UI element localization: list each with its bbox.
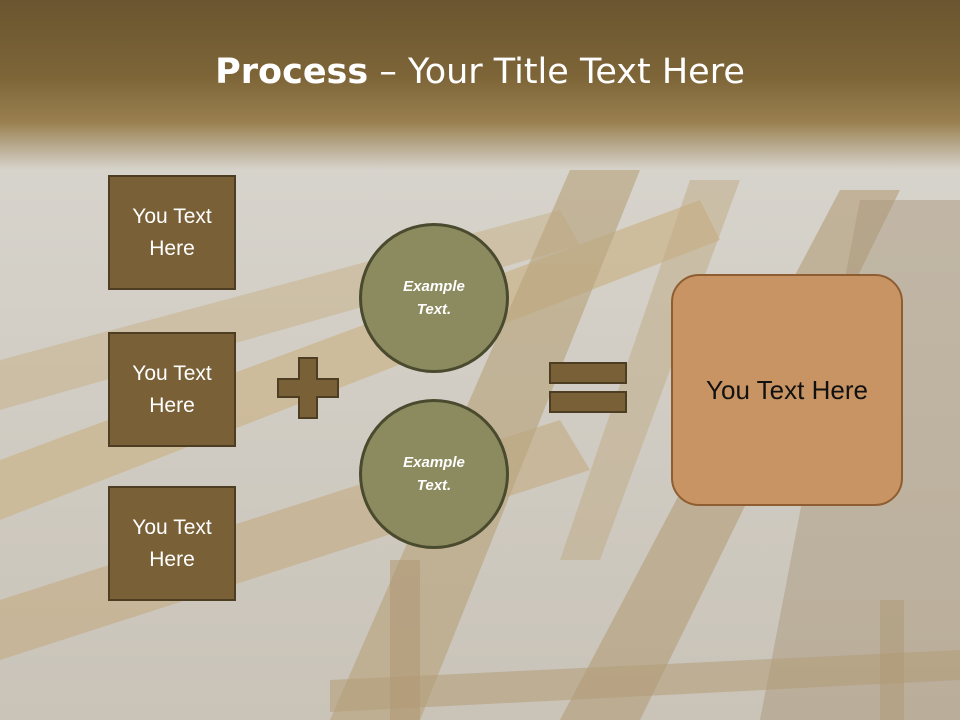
text-box-3-label: You Text Here (132, 515, 212, 571)
text-box-2: You Text Here (108, 332, 236, 447)
title-rest: – Your Title Text Here (368, 52, 745, 92)
slide-title: Process – Your Title Text Here (0, 52, 960, 92)
example-circle-2-label: Example Text. (403, 454, 465, 494)
result-box: You Text Here (671, 274, 903, 506)
result-label: You Text Here (706, 374, 868, 405)
title-bold: Process (215, 52, 369, 92)
text-box-3: You Text Here (108, 486, 236, 601)
title-band (0, 0, 960, 170)
text-box-1-label: You Text Here (132, 204, 212, 260)
example-circle-1: Example Text. (359, 223, 509, 373)
example-circle-2: Example Text. (359, 399, 509, 549)
example-circle-1-label: Example Text. (403, 278, 465, 318)
text-box-2-label: You Text Here (132, 361, 212, 417)
text-box-1: You Text Here (108, 175, 236, 290)
